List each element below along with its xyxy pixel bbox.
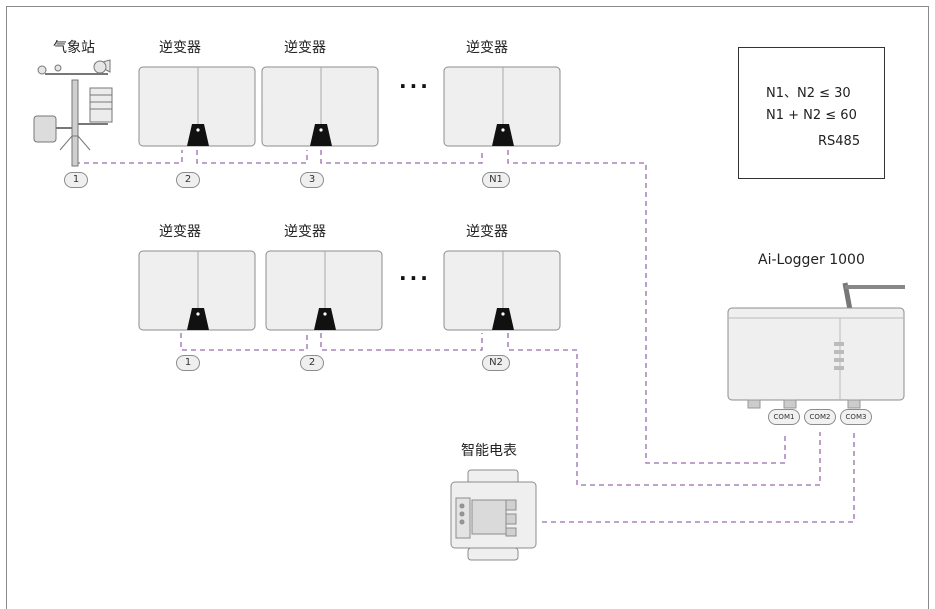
inverter-icon (443, 250, 561, 332)
weather-station-label: 气象站 (53, 40, 95, 56)
badge-row1-n1: N1 (482, 172, 510, 188)
logger-label: Ai-Logger 1000 (758, 252, 865, 268)
legend-line-1: N1、N2 ≤ 30 (766, 86, 851, 101)
legend-box: N1、N2 ≤ 30 N1 + N2 ≤ 60 RS485 (738, 47, 885, 179)
meter-to-com3 (542, 432, 855, 523)
badge-row1-2: 2 (176, 172, 200, 188)
badge-row2-1: 1 (176, 355, 200, 371)
inverter-label: 逆变器 (284, 40, 326, 56)
badge-row2-n2: N2 (482, 355, 510, 371)
inverter-icon (261, 66, 379, 148)
badge-row2-2: 2 (300, 355, 324, 371)
badge-row1-3: 3 (300, 172, 324, 188)
ellipsis-row1: ··· (399, 74, 431, 98)
smart-meter-icon (450, 469, 537, 561)
inverter-icon (443, 66, 561, 148)
inverter-icon (138, 66, 256, 148)
badge-row1-1: 1 (64, 172, 88, 188)
inverter-label: 逆变器 (159, 224, 201, 240)
weather-station-icon (33, 59, 113, 167)
inverter-label: 逆变器 (284, 224, 326, 240)
diagram-frame (6, 6, 929, 609)
row1-bus (75, 150, 388, 164)
row1-to-com1 (388, 150, 786, 464)
com3-port-label: COM3 (840, 409, 872, 425)
com1-port-label: COM1 (768, 409, 800, 425)
inverter-label: 逆变器 (466, 40, 508, 56)
inverter-label: 逆变器 (159, 40, 201, 56)
row2-bus (180, 333, 390, 351)
inverter-icon (265, 250, 383, 332)
inverter-icon (138, 250, 256, 332)
inverter-label: 逆变器 (466, 224, 508, 240)
logger-device-icon (727, 282, 905, 409)
com2-port-label: COM2 (804, 409, 836, 425)
row2-to-com2 (390, 333, 821, 486)
rs485-bus-lines (75, 140, 855, 523)
legend-line-2: N1 + N2 ≤ 60 (766, 108, 857, 123)
smart-meter-label: 智能电表 (461, 443, 517, 459)
ellipsis-row2: ··· (399, 266, 431, 290)
legend-line-3: RS485 (818, 134, 861, 149)
